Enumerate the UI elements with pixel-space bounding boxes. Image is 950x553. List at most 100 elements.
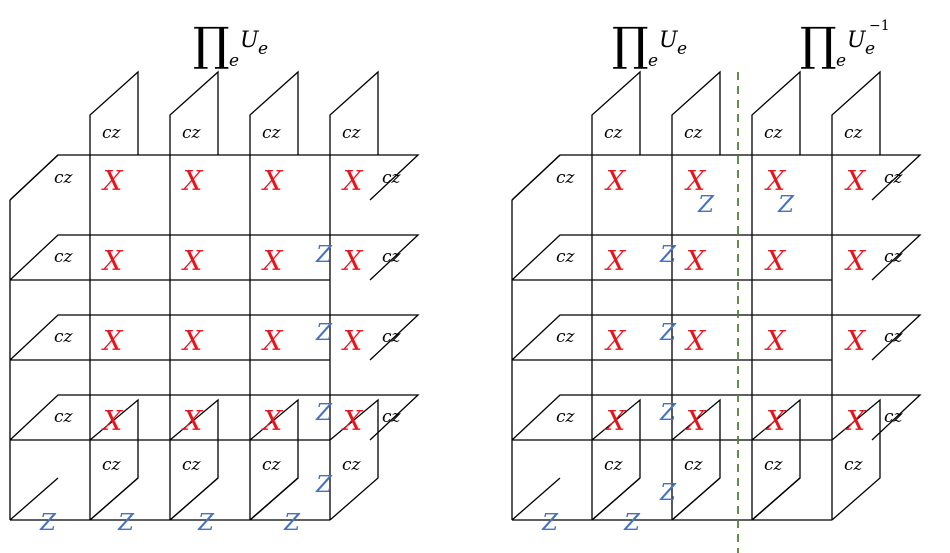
x-label: X bbox=[101, 246, 124, 277]
operator-symbol: U bbox=[659, 28, 679, 53]
x-label: X bbox=[844, 166, 867, 197]
product-subscript: e bbox=[836, 51, 846, 71]
vertical-panel-top bbox=[249, 70, 299, 200]
z-label: Z bbox=[197, 510, 215, 536]
x-label: X bbox=[604, 326, 627, 357]
cz-label: cz bbox=[844, 123, 864, 143]
z-label: Z bbox=[659, 480, 677, 506]
vertical-panel-top bbox=[751, 70, 801, 200]
vertical-panel-top bbox=[89, 70, 139, 200]
cz-label: cz bbox=[604, 123, 624, 143]
z-label: Z bbox=[777, 192, 795, 218]
x-label: X bbox=[341, 246, 364, 277]
z-label: Z bbox=[659, 400, 677, 426]
cz-label: cz bbox=[556, 168, 576, 188]
cz-label: cz bbox=[556, 247, 576, 267]
x-label: X bbox=[181, 406, 204, 437]
x-label: X bbox=[341, 326, 364, 357]
x-label: X bbox=[261, 166, 284, 197]
cz-label: cz bbox=[182, 123, 202, 143]
x-label: X bbox=[844, 246, 867, 277]
z-label: Z bbox=[117, 510, 135, 536]
vertical-panel-top bbox=[329, 70, 379, 200]
product-symbol: ∏ bbox=[800, 17, 837, 71]
x-label: X bbox=[101, 326, 124, 357]
z-label: Z bbox=[315, 472, 333, 498]
horizontal-plane bbox=[511, 154, 922, 201]
cz-label: cz bbox=[54, 168, 74, 188]
vertical-panel-bottom bbox=[329, 398, 379, 521]
cz-label: cz bbox=[262, 123, 282, 143]
cz-label: cz bbox=[262, 455, 282, 475]
x-label: X bbox=[604, 246, 627, 277]
bottom-slant bbox=[591, 477, 641, 521]
x-label: X bbox=[181, 166, 204, 197]
x-label: X bbox=[684, 166, 707, 197]
cz-label: cz bbox=[342, 455, 362, 475]
x-label: X bbox=[261, 406, 284, 437]
vertical-panel-top bbox=[831, 70, 881, 200]
vertical-panel-top bbox=[671, 70, 721, 200]
x-label: X bbox=[684, 406, 707, 437]
cz-label: cz bbox=[382, 247, 402, 267]
x-label: X bbox=[764, 326, 787, 357]
horizontal-plane bbox=[511, 234, 922, 281]
title-right-a: ∏ e U e bbox=[612, 17, 687, 71]
x-label: X bbox=[101, 406, 124, 437]
x-label: X bbox=[261, 326, 284, 357]
x-label: X bbox=[101, 166, 124, 197]
operator-symbol: U bbox=[847, 28, 867, 53]
z-label: Z bbox=[623, 510, 641, 536]
cz-label: cz bbox=[54, 327, 74, 347]
horizontal-plane bbox=[9, 314, 420, 361]
bottom-slant bbox=[249, 477, 299, 521]
z-label: Z bbox=[541, 510, 559, 536]
cz-label: cz bbox=[342, 123, 362, 143]
product-symbol: ∏ bbox=[612, 17, 649, 71]
bottom-slant bbox=[169, 477, 219, 521]
bottom-slant bbox=[671, 477, 721, 521]
cz-label: cz bbox=[556, 327, 576, 347]
bottom-slant bbox=[89, 477, 139, 521]
vertical-panel-top bbox=[591, 70, 641, 200]
operator-symbol: U bbox=[240, 28, 260, 53]
title-right-b: ∏ e U e −1 bbox=[800, 17, 890, 71]
z-label: Z bbox=[315, 320, 333, 346]
x-label: X bbox=[764, 406, 787, 437]
horizontal-plane bbox=[9, 154, 420, 201]
cz-label: cz bbox=[684, 455, 704, 475]
x-label: X bbox=[844, 406, 867, 437]
cz-label: cz bbox=[102, 455, 122, 475]
cz-label: cz bbox=[382, 168, 402, 188]
cz-label: cz bbox=[764, 455, 784, 475]
x-label: X bbox=[604, 166, 627, 197]
vertical-panel-bottom bbox=[831, 398, 881, 521]
x-label: X bbox=[341, 166, 364, 197]
bottom-slant bbox=[511, 477, 561, 521]
x-label: X bbox=[684, 326, 707, 357]
cz-label: cz bbox=[884, 168, 904, 188]
x-label: X bbox=[341, 406, 364, 437]
x-label: X bbox=[181, 246, 204, 277]
x-label: X bbox=[684, 246, 707, 277]
cz-label: cz bbox=[382, 407, 402, 427]
z-label: Z bbox=[659, 242, 677, 268]
product-subscript: e bbox=[648, 51, 658, 71]
horizontal-plane bbox=[9, 234, 420, 281]
cz-label: cz bbox=[604, 455, 624, 475]
bottom-slant bbox=[9, 477, 59, 521]
vertical-panel-top bbox=[169, 70, 219, 200]
z-label: Z bbox=[697, 192, 715, 218]
product-subscript: e bbox=[229, 51, 239, 71]
cz-label: cz bbox=[382, 327, 402, 347]
product-symbol: ∏ bbox=[193, 17, 230, 71]
x-label: X bbox=[261, 246, 284, 277]
cz-label: cz bbox=[884, 247, 904, 267]
x-label: X bbox=[764, 166, 787, 197]
cz-label: cz bbox=[844, 455, 864, 475]
z-label: Z bbox=[315, 242, 333, 268]
operator-superscript: −1 bbox=[869, 18, 890, 34]
